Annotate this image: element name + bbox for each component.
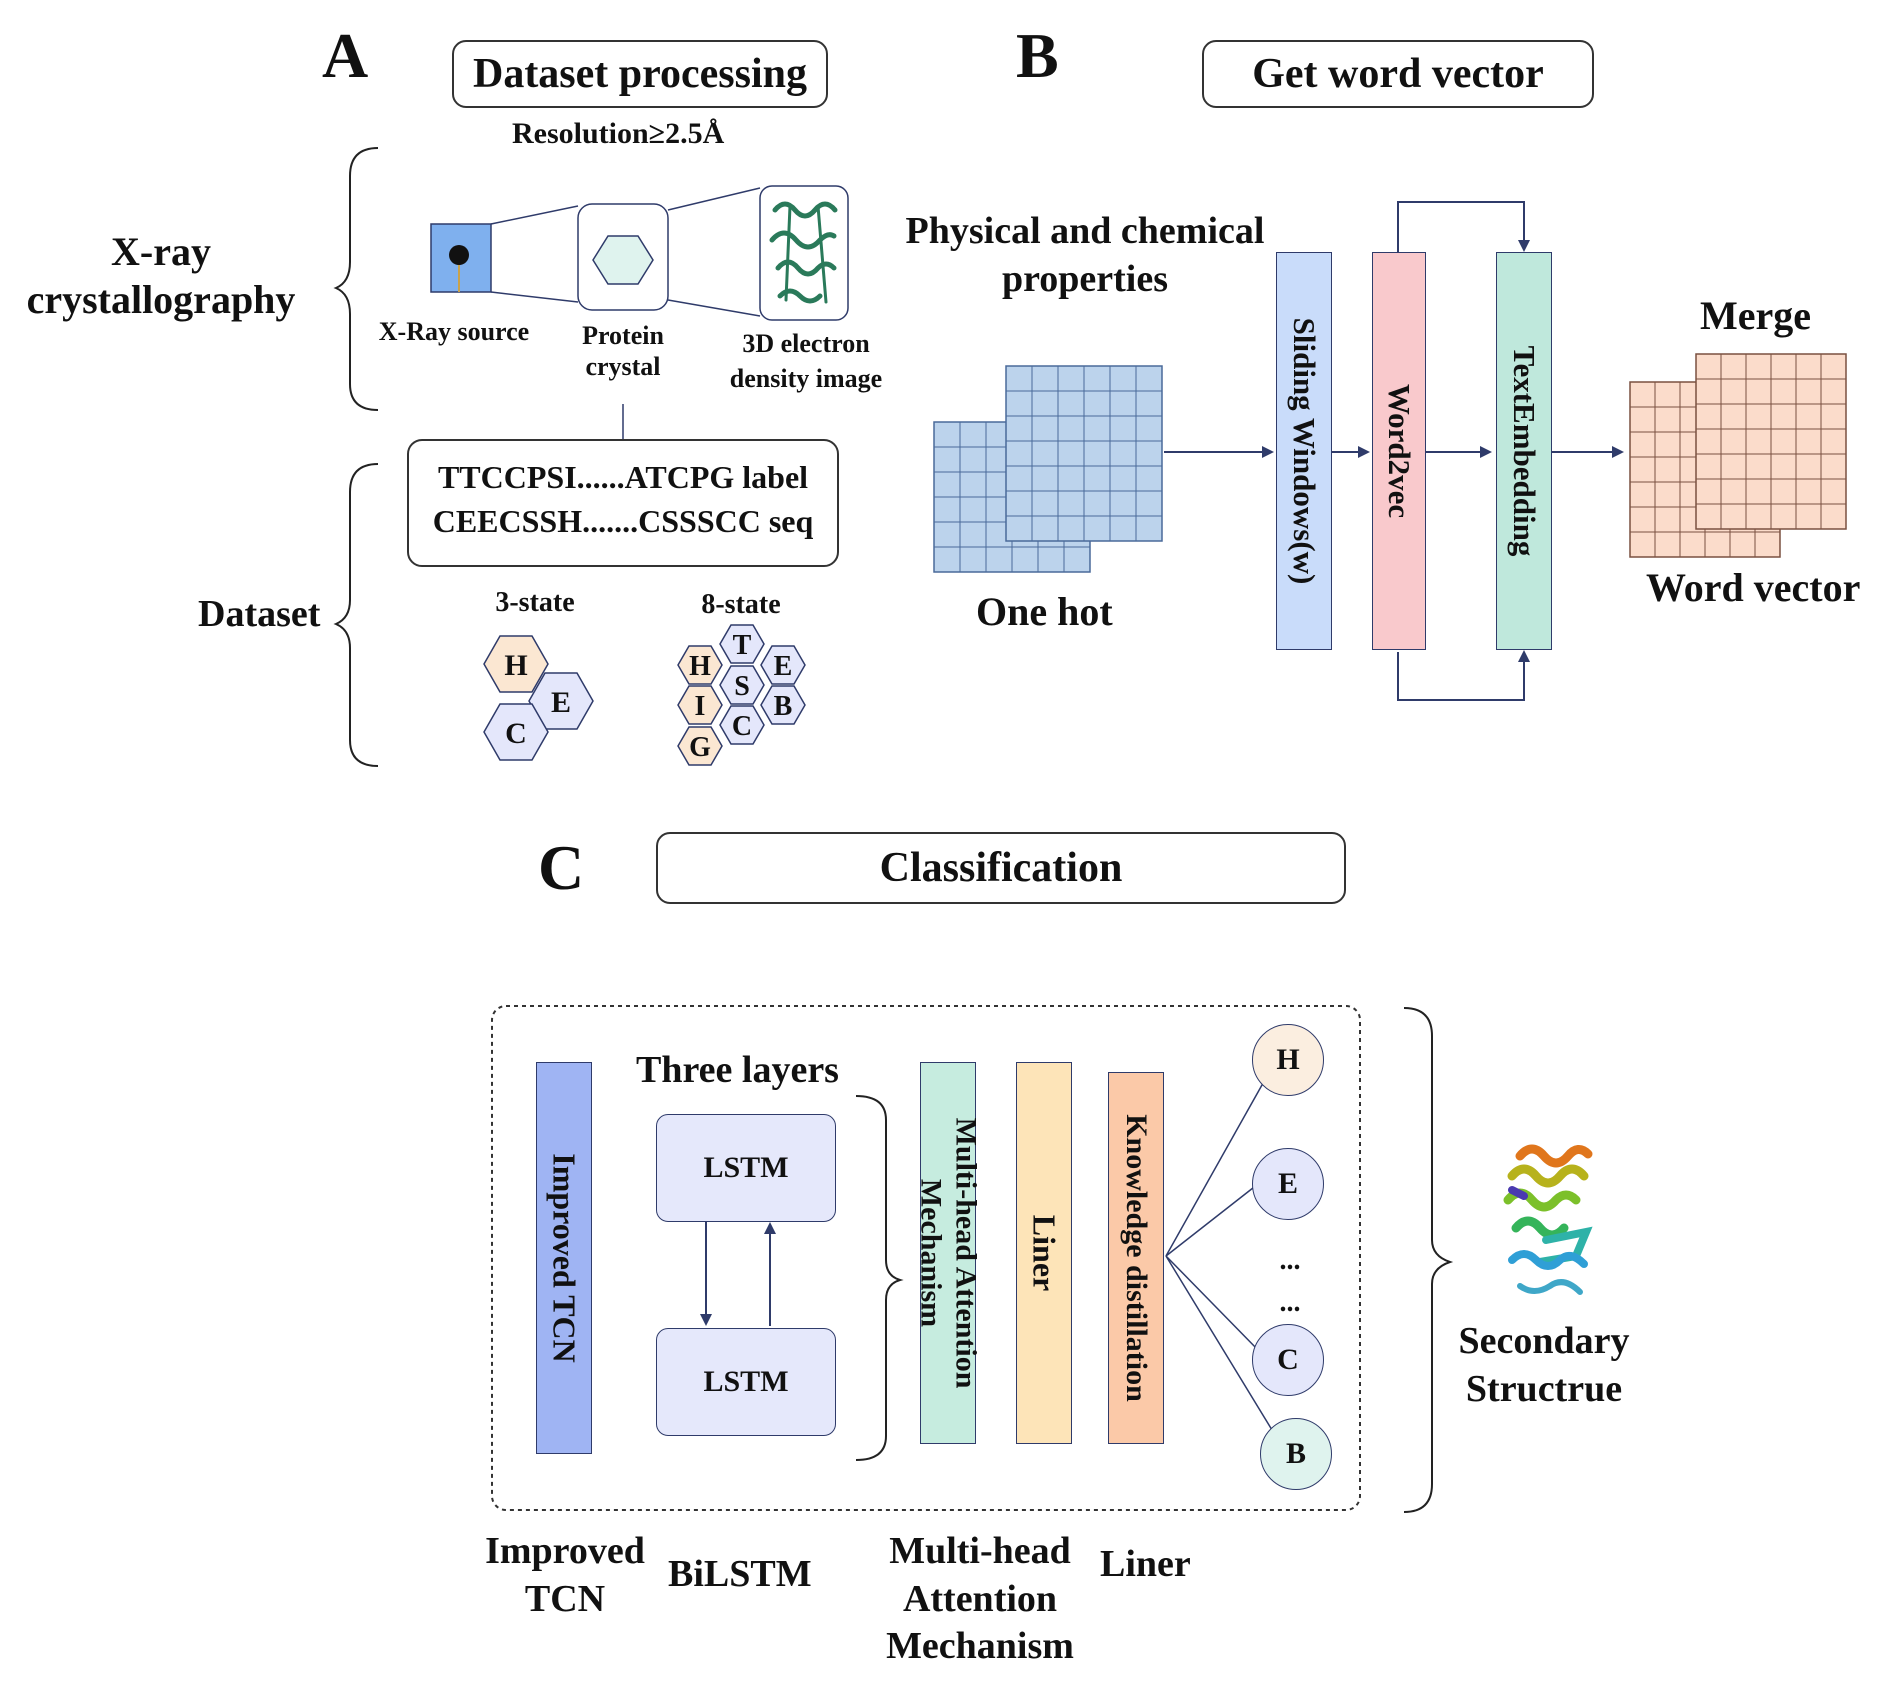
merge-grids	[1629, 353, 1847, 558]
textembedding-bar: TextEmbedding	[1496, 252, 1552, 650]
merge-grid-front	[1695, 353, 1847, 530]
word-vector-label: Word vector	[1646, 565, 1861, 610]
one-hot-label: One hot	[976, 589, 1113, 634]
improved-tcn-text: Improved TCN	[546, 1153, 583, 1363]
one-hot-grid-front	[1005, 365, 1163, 542]
protein-crystal-label: Protein crystal	[582, 321, 664, 382]
hex-8state-h	[677, 645, 723, 685]
hex-8state-g-text: G	[689, 732, 711, 763]
classification-header: Classification	[656, 832, 1346, 904]
protein-secondary-structure-icon	[1503, 1144, 1593, 1295]
dataset-processing-header: Dataset processing	[452, 40, 828, 108]
one-hot-grids	[933, 365, 1163, 573]
hex-8state-t-text: T	[732, 630, 752, 661]
hex-3state-c-text: C	[505, 717, 527, 750]
hex-8state-s	[719, 665, 765, 705]
merge-label: Merge	[1700, 293, 1812, 338]
hex-3state-e-text: E	[550, 686, 571, 719]
protein-structure-icon	[769, 201, 838, 304]
lstm-top-box: LSTM	[656, 1114, 836, 1222]
three-layers-label: Three layers	[636, 1049, 839, 1091]
hex-8state-h-text: H	[689, 651, 711, 682]
improved-tcn-bar: Improved TCN	[536, 1062, 592, 1454]
ellipsis-1: ...	[1279, 1245, 1301, 1276]
hex-3state-c	[483, 703, 549, 761]
xray-crystallography-label: X-ray crystallography	[26, 229, 296, 322]
knowledge-distillation-bar: Knowledge distillation	[1108, 1072, 1164, 1444]
state3-label: 3-state	[495, 587, 575, 618]
secondary-brace	[1403, 1007, 1454, 1513]
bottom-label-attention: Multi-head Attention Mechanism	[886, 1530, 1074, 1667]
hex-3state-h	[483, 635, 549, 693]
hex-8state-e	[760, 645, 806, 685]
liner-text: Liner	[1026, 1214, 1063, 1292]
resolution-label: Resolution≥2.5Å	[512, 117, 725, 150]
xray-brace	[333, 147, 379, 411]
hex-8state-t	[719, 624, 765, 664]
three-layers-bracket	[855, 1095, 904, 1461]
dataset-label: Dataset	[198, 593, 321, 635]
output-c: C	[1252, 1324, 1324, 1396]
panel-a-letter: A	[322, 20, 369, 91]
panel-b-letter: B	[1016, 20, 1059, 91]
word2vec-bar: Word2vec	[1372, 252, 1426, 650]
multihead-attention-bar: Multi-head Attention Mechanism	[915, 1062, 983, 1444]
hex-8state-s-text: S	[734, 671, 750, 702]
output-h: H	[1252, 1024, 1324, 1096]
hex-8state-g	[677, 726, 723, 766]
dataset-brace	[333, 463, 379, 767]
sequence-seq-line: CEECSSH.......CSSSCC seq	[432, 503, 814, 539]
lstm-bottom-box: LSTM	[656, 1328, 836, 1436]
hex-8state-i	[677, 685, 723, 725]
classification-frame	[491, 1005, 1361, 1511]
output-b: B	[1260, 1418, 1332, 1490]
sliding-windows-bar: Sliding Windows(w)	[1276, 252, 1332, 650]
hex-3state-e	[528, 672, 594, 730]
hex-8state-b	[760, 685, 806, 725]
hex-8state-i-text: I	[694, 691, 706, 722]
hex-3state-h-text: H	[504, 649, 528, 682]
bottom-label-tcn: Improved TCN	[485, 1530, 645, 1620]
get-word-vector-header: Get word vector	[1202, 40, 1594, 108]
physical-chemical-label: Physical and chemical properties	[905, 210, 1265, 300]
sequence-box	[407, 439, 839, 567]
crystal-hexagon	[592, 235, 654, 285]
secondary-structure-label: Secondary Structrue	[1458, 1320, 1630, 1410]
xray-source-label: X-Ray source	[378, 317, 530, 346]
panel-c-letter: C	[538, 832, 585, 903]
bottom-label-bilstm: BiLSTM	[668, 1553, 812, 1595]
bottom-label-liner: Liner	[1100, 1543, 1191, 1585]
hex-8state-c	[719, 705, 765, 745]
sequence-label-line: TTCCPSI......ATCPG label	[437, 459, 809, 495]
hex-8state-e-text: E	[773, 651, 793, 682]
output-e: E	[1252, 1148, 1324, 1220]
state8-label: 8-state	[701, 589, 781, 620]
hex-8state-c-text: C	[731, 711, 753, 742]
multihead-attention-text: Multi-head Attention Mechanism	[915, 1117, 983, 1389]
xray-source-dot	[449, 245, 469, 265]
ellipsis-2: ...	[1279, 1287, 1301, 1318]
hex-8state-b-text: B	[773, 691, 793, 722]
liner-bar: Liner	[1016, 1062, 1072, 1444]
density-image-label: 3D electron density image	[729, 329, 883, 394]
knowledge-distillation-text: Knowledge distillation	[1120, 1114, 1153, 1402]
